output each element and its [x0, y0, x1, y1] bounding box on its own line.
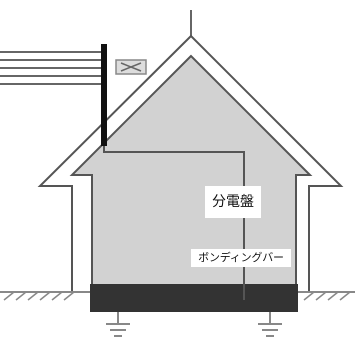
foundation — [90, 284, 298, 312]
bonding-bar-label: ボンディングバー — [191, 249, 291, 267]
meter-symbol — [115, 59, 147, 75]
internal-wiring — [103, 146, 245, 300]
ground-rod-left — [106, 312, 130, 337]
overhead-wires — [0, 51, 104, 85]
distribution-panel-label: 分電盤 — [205, 186, 261, 218]
ground-rod-right — [258, 312, 282, 337]
